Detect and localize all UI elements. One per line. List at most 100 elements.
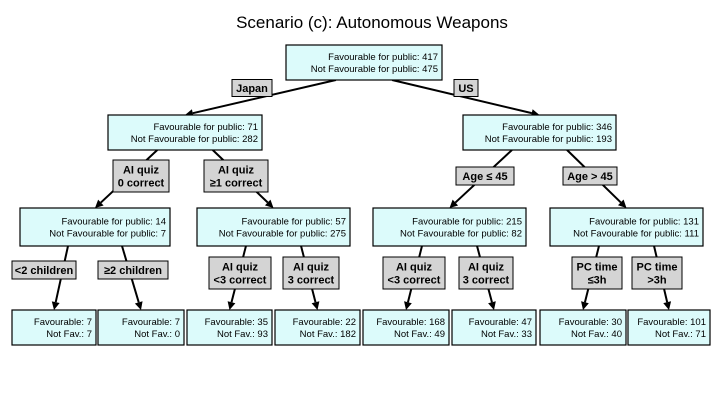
node-count-text: Favourable: 7 <box>122 317 180 328</box>
arrowhead-icon <box>663 301 672 310</box>
arrowhead-icon <box>449 199 459 208</box>
node-count-text: Favourable: 7 <box>34 317 92 328</box>
node-count-text: Favourable: 168 <box>376 317 445 328</box>
node-count-text: Favourable: 30 <box>559 317 622 328</box>
node-box <box>451 309 537 346</box>
arrowhead-icon <box>488 301 496 310</box>
edge-label-text: Japan <box>236 83 268 95</box>
node-count-text: Not Favourable for public: 193 <box>485 134 612 145</box>
node-box <box>362 309 450 346</box>
arrowhead-icon <box>581 301 589 310</box>
edge-label-text: Age > 45 <box>567 171 613 183</box>
node-box <box>549 207 704 247</box>
edge-split-label: Age > 45 <box>562 166 618 186</box>
node-box <box>11 309 97 346</box>
node-count-text: Not Fav.: 49 <box>394 329 445 340</box>
node-box <box>19 207 171 247</box>
node-count-text: Not Favourable for public: 282 <box>131 134 258 145</box>
node-box <box>186 309 273 346</box>
edge-label-text: PC time <box>637 262 678 274</box>
edge-label-text: AI quiz <box>396 262 433 274</box>
edge-split-label: Age ≤ 45 <box>455 166 515 186</box>
node-count-text: Not Favourable for public: 7 <box>49 229 166 240</box>
edge-label-box <box>562 166 618 186</box>
node-count-text: Favourable for public: 14 <box>61 217 166 228</box>
arrowhead-icon <box>617 199 627 208</box>
edge-label-box <box>11 260 77 280</box>
node-count-text: Not Favourable for public: 82 <box>400 229 522 240</box>
edge-label-text: AI quiz <box>222 262 259 274</box>
node-count-text: Favourable for public: 417 <box>328 52 438 63</box>
edge-label-text: 3 correct <box>463 275 510 287</box>
node-count-text: Not Fav.: 33 <box>481 329 532 340</box>
edge-label-text: >3h <box>647 275 667 287</box>
node-count-text: Not Fav.: 40 <box>571 329 622 340</box>
node-count-text: Favourable: 35 <box>205 317 268 328</box>
edge-label-box <box>458 256 514 290</box>
edge-label-text: Age ≤ 45 <box>462 171 507 183</box>
node-count-text: Favourable for public: 131 <box>589 217 699 228</box>
arrowhead-icon <box>311 301 320 310</box>
arrowhead-icon <box>95 199 104 208</box>
edge-label-box <box>203 159 269 193</box>
edge-label-text: PC time <box>577 262 618 274</box>
edge-label-text: ≥2 children <box>104 265 162 277</box>
node-box <box>462 114 617 151</box>
node-count-text: Favourable for public: 71 <box>153 122 258 133</box>
node-box <box>627 309 711 346</box>
edge-split-label: AI quiz<3 correct <box>382 256 446 290</box>
edge-label-box <box>97 260 169 280</box>
arrowhead-icon <box>227 301 236 310</box>
node-box <box>285 44 443 81</box>
node-count-text: Favourable for public: 215 <box>412 217 522 228</box>
node-box <box>97 309 185 346</box>
arrowhead-icon <box>264 199 274 208</box>
edge-label-text: <3 correct <box>214 275 267 287</box>
edge-split-label: AI quiz<3 correct <box>208 256 272 290</box>
edge-label-box <box>282 256 340 290</box>
edge-label-text: AI quiz <box>293 262 330 274</box>
node-count-text: Favourable for public: 57 <box>241 217 346 228</box>
edge-label-box <box>208 256 272 290</box>
edge-label-text: US <box>458 83 473 95</box>
edge-label-text: 3 correct <box>288 275 335 287</box>
edge-label-box <box>382 256 446 290</box>
edge-label-box <box>631 256 683 290</box>
edge-split-label: US <box>453 79 479 97</box>
edge-label-box <box>112 159 170 193</box>
edge-label-text: 0 correct <box>118 178 165 190</box>
edge-label-text: <3 correct <box>388 275 441 287</box>
edge-label-text: AI quiz <box>468 262 505 274</box>
edge-label-box <box>231 79 273 97</box>
edge-label-text: AI quiz <box>218 165 255 177</box>
edge-split-label: <2 children <box>11 260 77 280</box>
node-count-text: Not Fav.: 7 <box>46 329 92 340</box>
edge-split-label: Japan <box>231 79 273 97</box>
node-box <box>539 309 627 346</box>
edge-label-box <box>571 256 623 290</box>
node-box <box>196 207 351 247</box>
node-box <box>372 207 527 247</box>
edge-split-label: ≥2 children <box>97 260 169 280</box>
arrowhead-icon <box>51 301 60 310</box>
edge-label-box <box>455 166 515 186</box>
node-count-text: Favourable for public: 346 <box>502 122 612 133</box>
node-count-text: Not Favourable for public: 111 <box>573 229 699 240</box>
edge-split-label: PC time≤3h <box>571 256 623 290</box>
edge-split-label: AI quiz≥1 correct <box>203 159 269 193</box>
node-count-text: Favourable: 22 <box>293 317 356 328</box>
